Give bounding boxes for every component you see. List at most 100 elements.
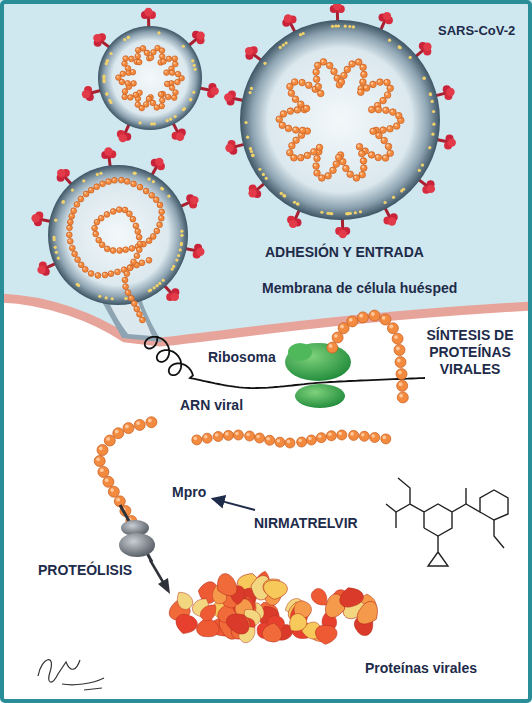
mpro-enzyme (119, 505, 170, 594)
node-text: Mpro (172, 484, 206, 501)
envelope-dot (249, 147, 252, 150)
envelope-dot (244, 121, 247, 124)
bead (130, 69, 136, 75)
bead (67, 225, 73, 231)
bead-highlight (293, 80, 295, 82)
bead (128, 95, 134, 101)
bead (223, 430, 233, 440)
envelope-dot (421, 163, 424, 166)
bead-highlight (105, 213, 107, 215)
envelope-dot (124, 297, 127, 300)
bead (175, 79, 181, 85)
bead (325, 173, 332, 180)
bead (146, 96, 152, 102)
bead-highlight (295, 108, 297, 110)
envelope-dot (111, 297, 114, 300)
bead-highlight (156, 46, 158, 48)
bead-highlight (126, 81, 128, 83)
envelope-dot (402, 188, 405, 191)
bead (393, 123, 400, 130)
label: Proteínas virales (365, 660, 477, 677)
bead (349, 61, 356, 68)
bead-highlight (385, 80, 387, 82)
bead-highlight (165, 71, 167, 73)
bead-highlight (381, 98, 383, 100)
bead-highlight (377, 133, 379, 135)
bead (370, 433, 380, 443)
bead-highlight (138, 185, 140, 187)
bead (149, 192, 155, 198)
bead-highlight (170, 67, 172, 69)
bead (94, 184, 100, 190)
bead-highlight (315, 171, 317, 173)
spike-head (446, 88, 454, 96)
bead-highlight (388, 151, 390, 153)
bead-highlight (321, 60, 323, 62)
bond (494, 520, 504, 548)
bead (165, 94, 171, 100)
envelope-dot (422, 76, 425, 79)
bead-highlight (235, 432, 239, 436)
bond (424, 504, 452, 536)
bead (298, 154, 305, 161)
bead (347, 316, 358, 327)
bead (319, 175, 326, 182)
envelope-dot (418, 169, 421, 172)
bead-highlight (100, 243, 102, 245)
envelope-dot (179, 248, 182, 251)
bead (306, 435, 316, 445)
ribosome-small (295, 384, 345, 408)
envelope-dot (105, 62, 108, 65)
envelope-dot (354, 211, 357, 214)
bead-highlight (94, 232, 96, 234)
bead (69, 245, 75, 251)
spike-head (388, 217, 396, 225)
envelope-dot (167, 195, 170, 198)
bead-highlight (89, 272, 91, 274)
spike-head (104, 147, 112, 155)
bead-highlight (286, 126, 288, 128)
bead (347, 171, 354, 178)
envelope-dot (172, 265, 175, 268)
bead (98, 466, 109, 477)
bead-highlight (136, 103, 138, 105)
bead-highlight (141, 318, 143, 320)
virus-envelope (48, 165, 188, 305)
envelope-dot (191, 59, 194, 62)
bead (124, 179, 130, 185)
envelope-dot (180, 230, 183, 233)
bead (146, 257, 152, 263)
bead (326, 62, 333, 69)
bead-highlight (151, 101, 153, 103)
bead (143, 188, 149, 194)
bead (383, 107, 390, 114)
bead (397, 380, 408, 391)
bead (370, 128, 377, 135)
bead-highlight (339, 432, 343, 436)
bead (368, 106, 375, 113)
bead (280, 111, 287, 118)
bead (131, 301, 137, 307)
bead-highlight (160, 55, 162, 57)
bead (265, 435, 275, 445)
bead (125, 290, 131, 296)
envelope-dot (285, 41, 288, 44)
spike-head (119, 134, 127, 142)
bead-highlight (371, 434, 375, 438)
bead-highlight (126, 67, 128, 69)
bead-highlight (125, 425, 129, 429)
spike-head (190, 196, 198, 204)
bead-highlight (70, 246, 72, 248)
bead-highlight (280, 123, 282, 125)
text-node: NIRMATRELVIR (252, 514, 360, 533)
entering-virus (31, 147, 204, 342)
bead-highlight (277, 439, 281, 443)
bead (116, 207, 122, 213)
bead-highlight (76, 258, 78, 260)
envelope-dot (428, 146, 431, 149)
bead (315, 83, 322, 90)
bead (135, 229, 141, 235)
envelope-dot (106, 59, 109, 62)
bead (202, 433, 212, 443)
bead (303, 105, 310, 112)
